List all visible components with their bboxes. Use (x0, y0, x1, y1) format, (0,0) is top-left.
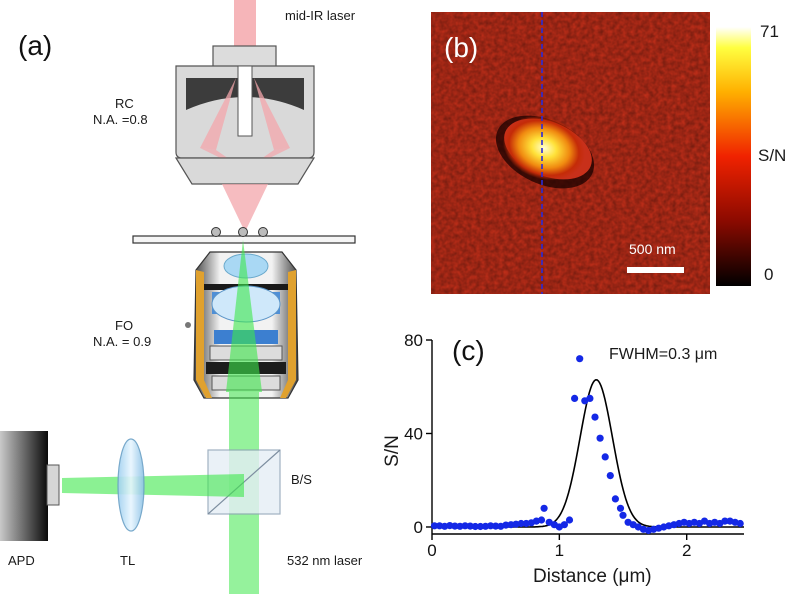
colorbar-title: S/N (758, 146, 787, 165)
rc-na-label: N.A. =0.8 (93, 112, 148, 127)
data-point (721, 517, 729, 525)
colorbar-min-label: 0 (764, 265, 774, 284)
green-laser-label: 532 nm laser (287, 553, 363, 568)
sample-particles (211, 227, 268, 237)
colorbar-max-label: 71 (760, 22, 779, 41)
data-point (487, 522, 495, 530)
scalebar (627, 267, 684, 273)
fwhm-annotation: FWHM=0.3 μm (609, 346, 718, 363)
data-point (606, 472, 614, 480)
panel-c-label: (c) (452, 335, 485, 366)
x-axis-title: Distance (μm) (533, 566, 652, 587)
beam-splitter-label: B/S (291, 472, 312, 487)
data-point (571, 394, 579, 402)
panel-b-label: (b) (444, 32, 479, 63)
y-tick-label: 0 (414, 518, 423, 537)
green-beam-cone (226, 240, 262, 392)
data-point (591, 413, 599, 421)
apd-detector (0, 431, 60, 541)
x-tick-label: 1 (555, 541, 564, 560)
data-point (560, 521, 569, 529)
data-point (611, 495, 620, 503)
data-point (476, 522, 484, 531)
data-point (461, 522, 469, 530)
sn-map (431, 12, 710, 294)
y-tick-label: 80 (404, 331, 423, 350)
x-tick-label: 2 (682, 541, 691, 560)
reflective-objective (174, 45, 316, 185)
fo-na-label: N.A. = 0.9 (93, 334, 152, 349)
data-point (540, 504, 548, 512)
rc-label: RC (115, 96, 134, 111)
detection-beam (62, 474, 244, 497)
y-tick-label: 40 (404, 424, 423, 443)
data-point (586, 394, 594, 402)
data-point (616, 504, 625, 512)
hot-spot (502, 115, 586, 181)
data-point (537, 516, 546, 524)
apd-label: APD (8, 553, 35, 568)
data-point (471, 522, 479, 531)
scalebar-label: 500 nm (629, 241, 676, 257)
data-point (492, 522, 500, 530)
data-point (619, 511, 627, 519)
focused-ir-cone (222, 184, 268, 232)
data-point (596, 434, 604, 442)
mid-ir-laser-label: mid-IR laser (285, 8, 356, 23)
data-point (565, 516, 574, 524)
data-point (451, 522, 459, 530)
data-point (517, 519, 525, 528)
data-point (736, 519, 744, 528)
data-point (576, 355, 584, 363)
fo-label: FO (115, 318, 134, 333)
panel-a-label: (a) (18, 30, 53, 61)
colorbar (716, 27, 751, 286)
data-point (601, 453, 609, 461)
x-tick-label: 0 (427, 541, 436, 560)
tube-lens (117, 438, 145, 532)
tube-lens-label: TL (120, 553, 136, 568)
data-point (430, 522, 439, 530)
